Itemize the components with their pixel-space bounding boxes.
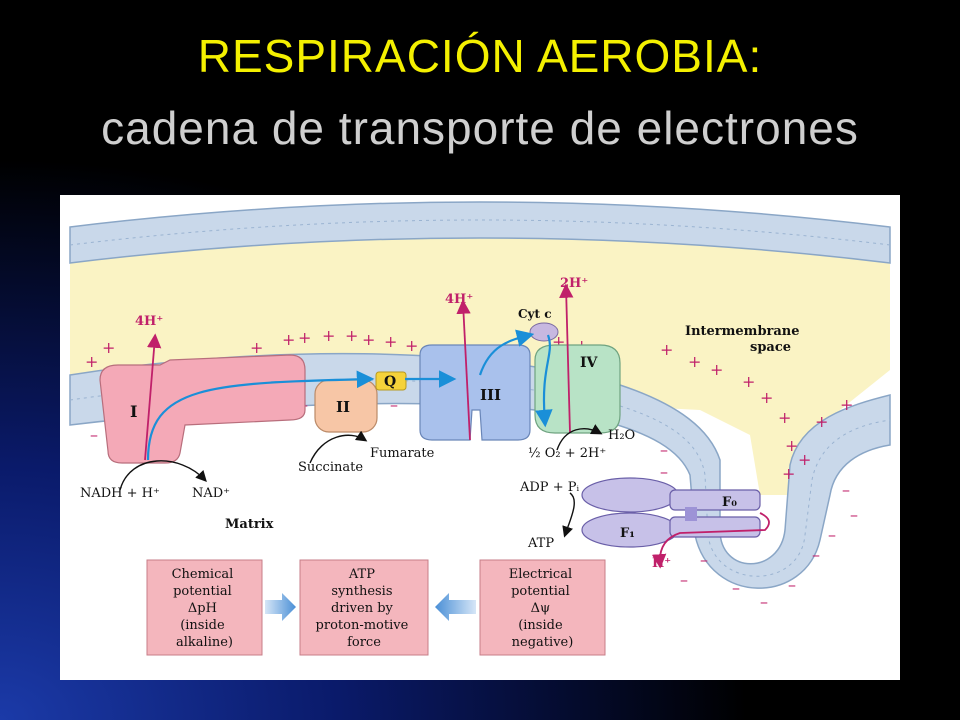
ubiquinone-label: Q [384,374,396,390]
slide-title: RESPIRACIÓN AEROBIA: [197,30,763,82]
proton-arrows [144,283,770,569]
svg-text:–: – [732,578,740,597]
svg-text:–: – [842,480,850,499]
proton-label-III: 4H⁺ [445,292,473,307]
f0-label: F₀ [722,495,737,510]
arrow-chemical-to-atp [265,593,296,621]
region-labels: Intermembrane space Matrix [225,324,800,532]
complex-I: I [99,354,306,464]
complex-II: II [314,379,378,433]
ubiquinone: Q [375,371,407,391]
outer-membrane [69,201,891,264]
svg-text:–: – [850,505,858,524]
svg-text:–: – [812,545,820,564]
svg-text:+: + [250,338,263,357]
f1-label: F₁ [620,526,635,541]
svg-text:+: + [405,336,418,355]
proton-labels: 4H⁺ 4H⁺ 2H⁺ H⁺ [135,276,671,571]
matrix-label: Matrix [225,517,274,532]
complex-II-label: II [336,398,350,416]
chemical-potential-box: Chemical potential ΔpH (inside alkaline) [146,559,263,656]
proton-label-I: 4H⁺ [135,314,163,329]
intermembrane-label-1: Intermembrane [685,324,800,339]
svg-text:–: – [90,425,98,444]
svg-text:+: + [322,326,335,345]
svg-text:ATP synthesis driv: ATP synthesis driven by proton-motive fo… [316,567,413,650]
svg-text:+: + [282,330,295,349]
etc-figure: ++ +++ ++ +++ ++ +++ +++ +++ ++ ––– ––– … [60,195,900,680]
cyt-c-label: Cyt c [518,307,552,321]
reaction-labels: NADH + H⁺ NAD⁺ Succinate Fumarate ½ O₂ +… [80,428,635,551]
svg-text:+: + [760,388,773,407]
atp-synthase: F₀ F₁ [581,477,761,548]
svg-text:–: – [828,525,836,544]
o2-label: ½ O₂ + 2H⁺ [528,446,606,461]
svg-text:+: + [102,338,115,357]
complex-III-label: III [480,386,501,404]
proton-label-atp: H⁺ [652,556,671,571]
electrical-potential-box: Electrical potential Δψ (inside negative… [479,559,606,656]
svg-text:–: – [680,570,688,589]
svg-text:–: – [700,550,708,569]
adp-label: ADP + Pᵢ [519,480,579,495]
complex-IV: IV [534,344,621,434]
svg-text:+: + [815,412,828,431]
svg-text:–: – [660,440,668,459]
svg-text:–: – [760,592,768,611]
reaction-arrows [119,424,603,538]
fumarate-label: Fumarate [370,446,435,461]
etc-diagram: ++ +++ ++ +++ ++ +++ +++ +++ ++ ––– ––– … [69,201,891,656]
atp-synthesis-box: ATP synthesis driven by proton-motive fo… [299,559,429,656]
arrow-electrical-to-atp [435,593,476,621]
atp-label: ATP [527,536,554,551]
svg-text:+: + [785,436,798,455]
svg-text:+: + [742,372,755,391]
complex-III: III [419,344,531,441]
svg-text:–: – [390,395,398,414]
svg-text:+: + [362,330,375,349]
svg-text:+: + [688,352,701,371]
svg-text:+: + [384,332,397,351]
svg-text:Electrical potential: Electrical potential Δψ (inside negative… [509,567,577,650]
svg-text:+: + [298,328,311,347]
svg-text:–: – [788,575,796,594]
svg-text:+: + [798,450,811,469]
svg-text:+: + [782,464,795,483]
intermembrane-label-2: space [750,340,791,355]
svg-text:Chemical potential: Chemical potential ΔpH (inside alkaline) [172,567,238,650]
h2o-label: H₂O [608,428,635,443]
succinate-label: Succinate [298,460,363,475]
negative-charges: ––– ––– ––– ––– ––– [90,392,858,611]
nadh-label: NADH + H⁺ [80,486,160,501]
svg-text:+: + [840,395,853,414]
svg-text:+: + [710,360,723,379]
svg-text:+: + [345,326,358,345]
complex-IV-label: IV [580,355,599,371]
svg-text:+: + [660,340,673,359]
complex-I-label: I [130,402,137,421]
svg-text:+: + [85,352,98,371]
proton-label-IV: 2H⁺ [560,276,588,291]
svg-text:+: + [778,408,791,427]
svg-text:–: – [660,462,668,481]
slide-subtitle: cadena de transporte de electrones [101,102,859,154]
electron-path [146,329,553,461]
nad-label: NAD⁺ [192,486,230,501]
